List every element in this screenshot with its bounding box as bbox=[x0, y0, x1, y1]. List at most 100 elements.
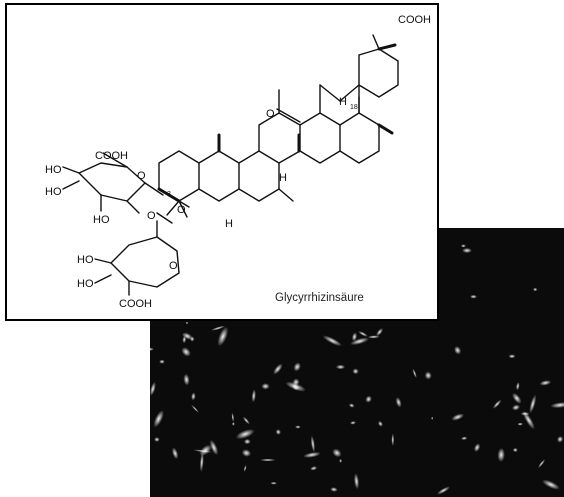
licorice-glint bbox=[412, 368, 417, 379]
licorice-glint bbox=[241, 449, 252, 457]
licorice-glint bbox=[350, 337, 370, 346]
licorice-glint bbox=[191, 404, 200, 413]
licorice-glint bbox=[431, 416, 434, 420]
licorice-glint bbox=[515, 382, 520, 391]
licorice-glint bbox=[461, 436, 468, 441]
licorice-glint bbox=[520, 412, 530, 416]
licorice-glint bbox=[310, 466, 318, 471]
licorice-glint bbox=[190, 336, 195, 342]
licorice-glint bbox=[512, 404, 520, 411]
label-oxo: O bbox=[266, 108, 275, 120]
licorice-glint bbox=[533, 287, 538, 292]
licorice-glint bbox=[517, 422, 523, 426]
licorice-glint bbox=[332, 448, 342, 458]
licorice-glint bbox=[365, 395, 372, 403]
ring-a bbox=[158, 150, 240, 202]
ring-d bbox=[319, 84, 380, 164]
licorice-glint bbox=[231, 412, 235, 422]
methyl-groups bbox=[166, 34, 397, 218]
licorice-glint bbox=[348, 403, 355, 408]
licorice-glint bbox=[470, 294, 477, 299]
sugar-ring-1 bbox=[62, 152, 164, 214]
label-s2-ho1: HO bbox=[77, 254, 94, 266]
licorice-glint bbox=[424, 371, 432, 380]
licorice-glint bbox=[512, 447, 518, 453]
glycosidic-bonds bbox=[156, 187, 190, 238]
ring-e bbox=[358, 48, 399, 98]
label-s1-link-o: O bbox=[147, 210, 156, 222]
licorice-glint bbox=[508, 354, 516, 359]
licorice-glint bbox=[473, 443, 481, 452]
licorice-glint bbox=[153, 410, 164, 428]
licorice-glint bbox=[492, 399, 502, 409]
licorice-glint bbox=[261, 383, 270, 390]
label-s1-ho2: HO bbox=[45, 186, 62, 198]
licorice-glint bbox=[243, 438, 251, 445]
licorice-glint bbox=[539, 380, 552, 386]
licorice-glint bbox=[199, 444, 212, 456]
licorice-glint bbox=[275, 429, 281, 435]
licorice-glint bbox=[358, 330, 368, 337]
ring-c bbox=[258, 89, 341, 164]
label-glyco-o: O bbox=[177, 204, 186, 216]
label-h5: H bbox=[225, 218, 233, 230]
licorice-glint bbox=[154, 437, 160, 442]
licorice-glint bbox=[529, 394, 537, 414]
licorice-glint bbox=[181, 347, 191, 357]
licorice-glint bbox=[451, 413, 465, 421]
licorice-glint bbox=[395, 397, 402, 408]
licorice-glint bbox=[454, 346, 462, 355]
licorice-glint bbox=[235, 429, 255, 440]
licorice-glint bbox=[270, 481, 278, 485]
label-h18: H bbox=[339, 96, 347, 108]
licorice-glint bbox=[497, 447, 505, 462]
licorice-glint bbox=[460, 244, 466, 248]
label-s2-ho2: HO bbox=[77, 278, 94, 290]
licorice-glint bbox=[330, 487, 338, 492]
licorice-glint bbox=[310, 435, 316, 453]
licorice-glint bbox=[295, 425, 301, 429]
licorice-glint bbox=[512, 392, 522, 404]
licorice-glint bbox=[322, 335, 343, 347]
licorice-glint bbox=[367, 335, 380, 339]
label-cooh-top: COOH bbox=[398, 14, 431, 26]
licorice-glint bbox=[556, 435, 564, 443]
molecule-name: Glycyrrhizinsäure bbox=[275, 292, 364, 304]
licorice-glint bbox=[159, 359, 165, 364]
licorice-glint bbox=[199, 452, 204, 473]
licorice-glint bbox=[171, 447, 179, 460]
licorice-glint bbox=[436, 486, 451, 495]
structure-card: COOH O H 18 H H 3 O COOH HO HO HO O O HO… bbox=[5, 3, 439, 321]
licorice-glint bbox=[376, 328, 384, 337]
licorice-glint bbox=[150, 381, 156, 396]
licorice-glint bbox=[210, 325, 226, 331]
licorice-glint bbox=[377, 420, 383, 427]
label-s1-ho1: HO bbox=[45, 164, 62, 176]
label-s1-cooh: COOH bbox=[95, 150, 128, 162]
licorice-glint bbox=[273, 363, 283, 375]
licorice-glint bbox=[550, 402, 564, 409]
glycyrrhizic-acid-structure: COOH O H 18 H H 3 O COOH HO HO HO O O HO… bbox=[45, 14, 431, 310]
licorice-glint bbox=[251, 389, 256, 403]
licorice-glint bbox=[185, 321, 189, 325]
licorice-glint bbox=[183, 373, 190, 386]
licorice-glint bbox=[462, 247, 472, 254]
licorice-glint bbox=[303, 451, 321, 458]
label-s1-ring-o: O bbox=[137, 170, 146, 182]
licorice-glint bbox=[537, 459, 546, 469]
licorice-glint bbox=[353, 473, 360, 490]
licorice-glint bbox=[217, 326, 229, 347]
licorice-glint bbox=[352, 368, 359, 375]
label-s2-cooh: COOH bbox=[119, 298, 152, 310]
sugar-ring-2 bbox=[94, 236, 180, 296]
licorice-glint bbox=[391, 433, 395, 447]
label-s1-ho3: HO bbox=[93, 214, 110, 226]
licorice-glint bbox=[351, 332, 358, 342]
licorice-glint bbox=[259, 458, 276, 462]
licorice-glint bbox=[335, 364, 346, 370]
label-pos18: 18 bbox=[350, 104, 358, 111]
ring-b bbox=[238, 150, 280, 202]
licorice-glint bbox=[191, 392, 196, 401]
licorice-glint bbox=[182, 335, 187, 344]
licorice-glint bbox=[242, 416, 250, 425]
